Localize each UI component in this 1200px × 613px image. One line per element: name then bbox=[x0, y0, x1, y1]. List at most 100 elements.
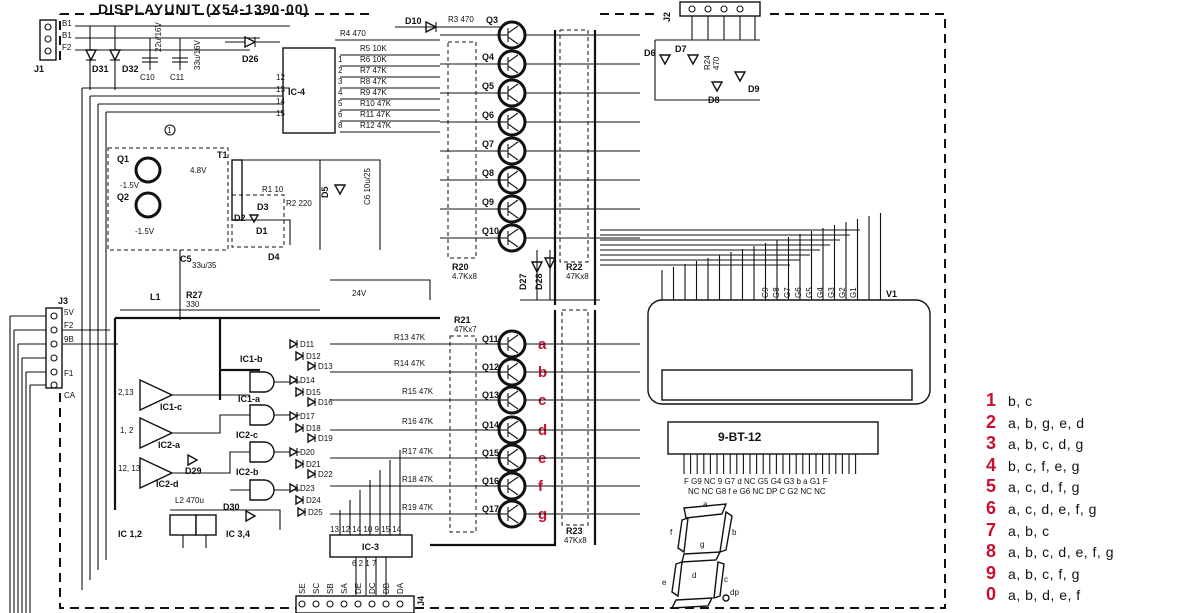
svg-text:24V: 24V bbox=[352, 289, 367, 298]
svg-text:CA: CA bbox=[64, 391, 76, 400]
legend-segments: a, c, d, f, g bbox=[1008, 479, 1080, 496]
vfd-grid-label: G2 bbox=[838, 287, 847, 298]
transistor-q4 bbox=[496, 49, 527, 79]
legend-segments: b, c bbox=[1008, 393, 1033, 409]
transistor-label: Q4 bbox=[482, 52, 494, 62]
transistor-q15 bbox=[496, 443, 527, 473]
svg-text:470: 470 bbox=[712, 56, 721, 70]
connector-j3: J3 5V F2 9B F1 CA bbox=[9, 296, 76, 613]
svg-text:1, 2: 1, 2 bbox=[120, 426, 134, 435]
svg-text:8: 8 bbox=[338, 121, 343, 130]
svg-text:R8 47K: R8 47K bbox=[360, 77, 387, 86]
svg-text:47Kx8: 47Kx8 bbox=[564, 536, 587, 545]
svg-text:C5: C5 bbox=[180, 254, 192, 264]
transistor-q13 bbox=[496, 385, 527, 415]
legend-segments: a, b, c bbox=[1008, 522, 1050, 539]
svg-text:dp: dp bbox=[730, 588, 739, 597]
svg-text:12, 13: 12, 13 bbox=[118, 464, 141, 473]
transistor-q10 bbox=[496, 223, 527, 253]
diode-label: D18 bbox=[306, 424, 321, 433]
svg-text:IC2-b: IC2-b bbox=[236, 467, 259, 477]
transistor-label: Q13 bbox=[482, 390, 499, 400]
diode-label: D22 bbox=[318, 470, 333, 479]
svg-text:D26: D26 bbox=[242, 54, 259, 64]
svg-text:D6: D6 bbox=[644, 48, 656, 58]
transistor-label: Q12 bbox=[482, 362, 499, 372]
transistor-label: Q6 bbox=[482, 110, 494, 120]
transistor-label: Q10 bbox=[482, 226, 499, 236]
bottom-resistor-stack: R13 47K R14 47K R15 47K R16 47K R17 47K … bbox=[330, 333, 498, 515]
vfd-grid-label: G4 bbox=[816, 287, 825, 298]
svg-text:D9: D9 bbox=[748, 84, 760, 94]
svg-text:R3 470: R3 470 bbox=[448, 15, 474, 24]
svg-text:T1: T1 bbox=[217, 150, 228, 160]
legend-digit: 4 bbox=[986, 454, 997, 475]
svg-text:R21: R21 bbox=[454, 315, 471, 325]
diode-label: D20 bbox=[300, 448, 315, 457]
transistor-q17 bbox=[496, 499, 527, 529]
svg-text:1: 1 bbox=[167, 126, 172, 135]
j4-pin-label: DC bbox=[368, 582, 377, 594]
transistor-q8 bbox=[496, 165, 527, 195]
top-resistor-stack: R4 470 R5 10K R6 10K R7 47K R8 47K R9 47… bbox=[335, 29, 440, 133]
diode-label: D15 bbox=[306, 388, 321, 397]
logic-gates: IC1-c IC2-a IC2-d 2,131, 212, 13 IC1-b I… bbox=[118, 354, 300, 523]
transistor-q11 bbox=[496, 329, 527, 359]
svg-text:47Kx7: 47Kx7 bbox=[454, 325, 477, 334]
svg-text:R13 47K: R13 47K bbox=[394, 333, 426, 342]
svg-text:22u/16V: 22u/16V bbox=[154, 22, 163, 52]
svg-text:47Kx8: 47Kx8 bbox=[566, 272, 589, 281]
svg-text:R5 10K: R5 10K bbox=[360, 44, 387, 53]
diode-label: D14 bbox=[300, 376, 315, 385]
legend-digit: 7 bbox=[986, 519, 997, 540]
svg-text:R24: R24 bbox=[703, 55, 712, 70]
svg-text:J2: J2 bbox=[662, 12, 672, 22]
svg-text:R27: R27 bbox=[186, 290, 203, 300]
diode-label: D23 bbox=[300, 484, 315, 493]
diode-label: D25 bbox=[308, 508, 323, 517]
svg-text:R15 47K: R15 47K bbox=[402, 387, 434, 396]
transistor-label: Q7 bbox=[482, 139, 494, 149]
svg-text:3: 3 bbox=[338, 77, 343, 86]
svg-text:B1: B1 bbox=[62, 31, 72, 40]
svg-text:5: 5 bbox=[338, 99, 343, 108]
svg-text:g: g bbox=[700, 540, 704, 549]
svg-text:R11 47K: R11 47K bbox=[360, 110, 391, 119]
svg-text:R16 47K: R16 47K bbox=[402, 417, 434, 426]
svg-text:R1 10: R1 10 bbox=[262, 185, 284, 194]
svg-text:4.7Kx8: 4.7Kx8 bbox=[452, 272, 477, 281]
legend-row: 1 b, c bbox=[986, 390, 1033, 412]
svg-text:R10 47K: R10 47K bbox=[360, 99, 392, 108]
legend-segments: a, b, d, e, f bbox=[1008, 587, 1081, 604]
svg-text:B1: B1 bbox=[62, 19, 72, 28]
legend-digit: 1 bbox=[986, 390, 997, 410]
svg-text:F1: F1 bbox=[64, 369, 74, 378]
svg-text:13: 13 bbox=[276, 85, 285, 94]
vfd-grid-label: G9 bbox=[761, 287, 770, 298]
svg-text:J3: J3 bbox=[58, 296, 68, 306]
diode-ladder: D11D12D13D14D15D16D17D18D19D20D21D22D23D… bbox=[289, 338, 333, 518]
transistor-q14 bbox=[496, 415, 527, 445]
j4-pin-label: SB bbox=[326, 583, 335, 594]
svg-text:a: a bbox=[703, 500, 708, 509]
svg-text:33u/35: 33u/35 bbox=[192, 261, 217, 270]
svg-text:D28: D28 bbox=[534, 273, 544, 290]
svg-text:-1.5V: -1.5V bbox=[120, 181, 140, 190]
transistor-label: Q14 bbox=[482, 420, 499, 430]
svg-text:D31: D31 bbox=[92, 64, 109, 74]
transistor-label: Q5 bbox=[482, 81, 494, 91]
legend-segments: a, b, g, e, d bbox=[1008, 414, 1085, 431]
svg-text:D30: D30 bbox=[223, 502, 240, 512]
legend-segments: a, b, c, d, g bbox=[1008, 436, 1084, 453]
vfd-grid-label: G5 bbox=[805, 287, 814, 298]
svg-text:IC 3,4: IC 3,4 bbox=[226, 529, 250, 539]
transistor-q9 bbox=[496, 194, 527, 224]
svg-text:14: 14 bbox=[276, 97, 285, 106]
diode-label: D12 bbox=[306, 352, 321, 361]
transistor-label: Q3 bbox=[486, 15, 498, 25]
diode-label: D13 bbox=[318, 362, 333, 371]
